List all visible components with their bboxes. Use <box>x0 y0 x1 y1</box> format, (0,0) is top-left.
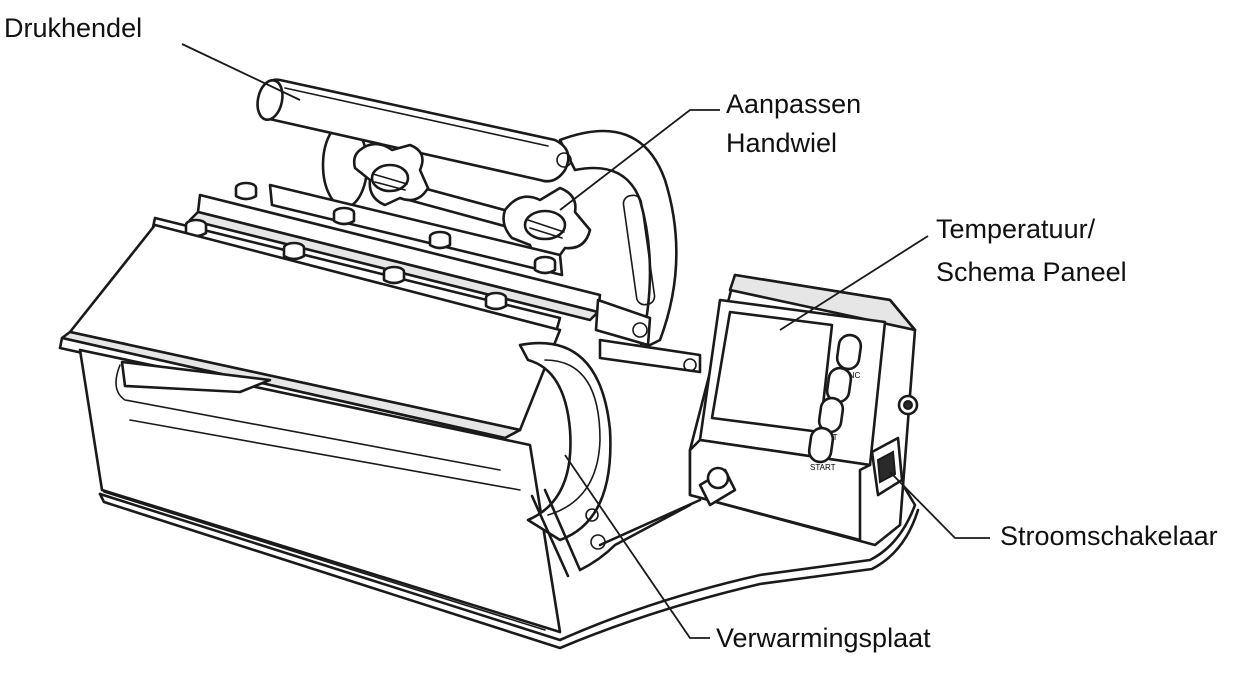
label-heating-plate: Verwarmingsplaat <box>716 623 931 653</box>
leader-heating-plate <box>564 454 710 639</box>
heating-plate <box>58 223 612 634</box>
label-handwheel-line2: Handwiel <box>726 128 838 158</box>
pressure-handle[interactable] <box>254 78 572 183</box>
label-panel-line1: Temperatuur/ <box>936 214 1096 244</box>
back-arm <box>558 129 678 352</box>
heating-cable <box>543 488 692 572</box>
panel-button-4[interactable] <box>807 426 835 464</box>
power-switch[interactable] <box>870 436 904 497</box>
label-panel-line2: Schema Paneel <box>936 257 1127 287</box>
panel-buttons: FUNC SET START <box>807 333 863 472</box>
label-power-switch: Stroomschakelaar <box>1000 521 1218 551</box>
leader-handle <box>181 43 301 101</box>
leader-handwheel <box>559 109 720 211</box>
label-handwheel-line1: Aanpassen <box>726 89 862 119</box>
leader-panel <box>779 235 929 331</box>
panel-button-label-start: START <box>810 463 836 472</box>
label-pressure-handle: Drukhendel <box>4 13 143 43</box>
adjust-handwheel[interactable] <box>352 142 592 264</box>
leader-switch <box>889 471 990 539</box>
base-plate <box>98 478 917 642</box>
clamp-knobs <box>184 181 557 311</box>
panel-button-1[interactable] <box>835 333 863 371</box>
